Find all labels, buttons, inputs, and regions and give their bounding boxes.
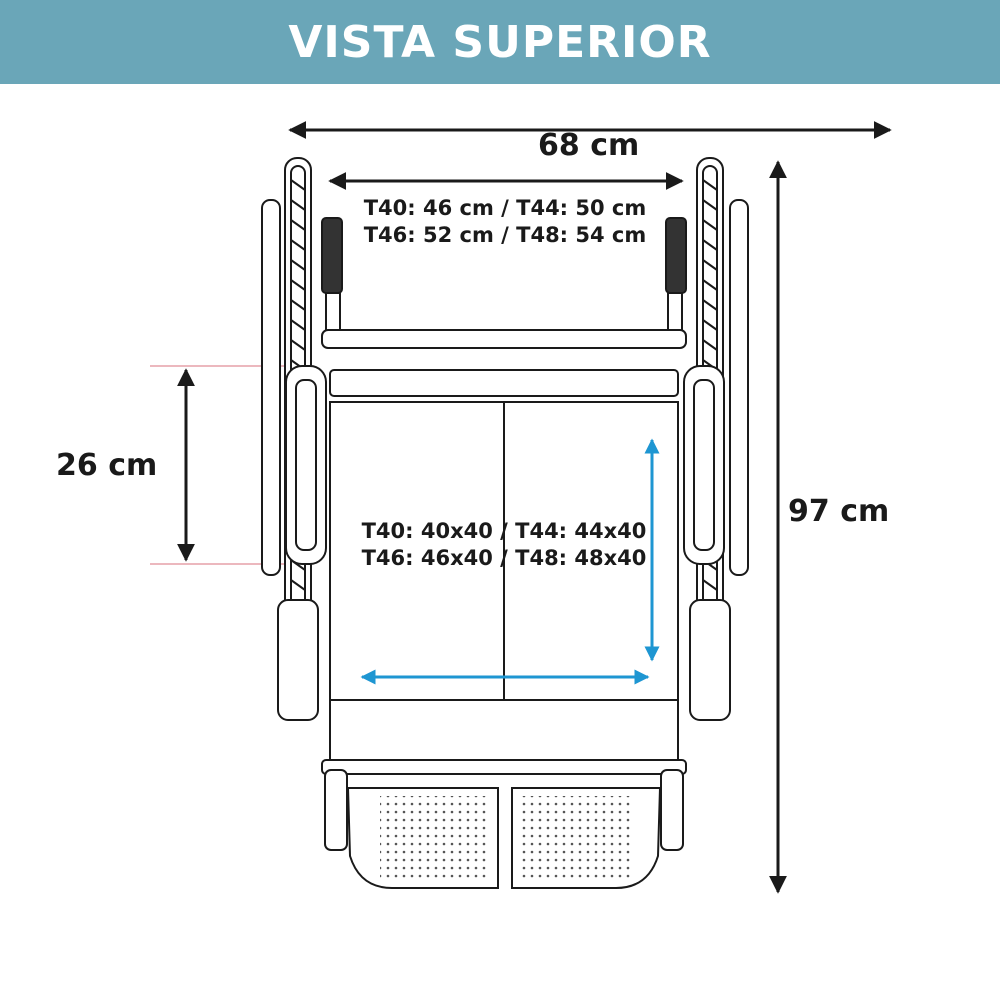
page-title: VISTA SUPERIOR	[288, 16, 712, 68]
overall-width-label: 68 cm	[538, 128, 640, 163]
seat-size-line-1: T40: 40x40 / T44: 44x40	[361, 519, 647, 543]
left-armrest	[285, 365, 327, 565]
left-footrest	[346, 787, 499, 889]
seat-size-line-2: T46: 46x40 / T48: 48x40	[361, 546, 647, 570]
overall-length-label: 97 cm	[788, 494, 890, 529]
seat	[329, 401, 679, 701]
seat-size-label: T40: 40x40 / T44: 44x40 T46: 46x40 / T48…	[330, 518, 678, 572]
right-armrest	[683, 365, 725, 565]
seat-width-line-1: T40: 46 cm / T44: 50 cm	[363, 196, 647, 220]
right-footrest	[511, 787, 662, 889]
seat-width-line-2: T46: 52 cm / T48: 54 cm	[363, 223, 647, 247]
seat-width-sizes-label: T40: 46 cm / T44: 50 cm T46: 52 cm / T48…	[340, 195, 670, 249]
header-banner: VISTA SUPERIOR	[0, 0, 1000, 84]
backrest-frame	[321, 217, 687, 397]
armrest-length-label: 26 cm	[56, 448, 158, 483]
lower-frame	[277, 599, 731, 851]
